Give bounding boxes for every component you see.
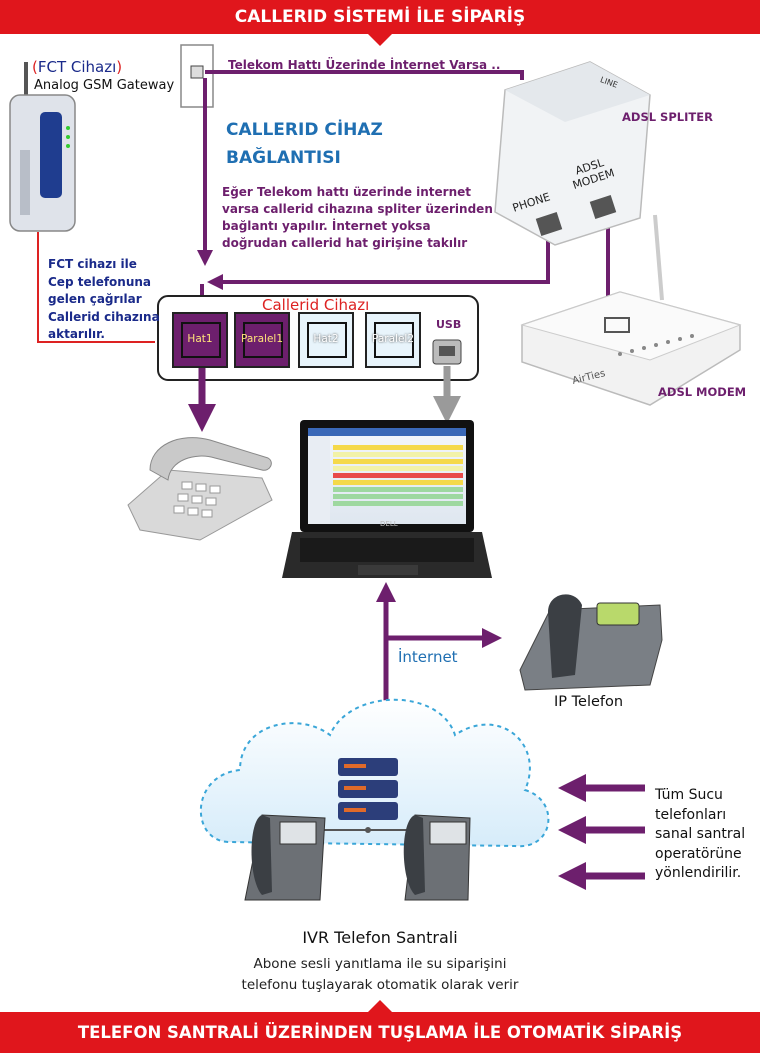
laptop-brand: DELL [380, 520, 398, 528]
ivr-title: IVR Telefon Santrali [302, 928, 458, 947]
port-paralel2[interactable]: Paralel2 [365, 312, 421, 368]
fct-description: FCT cihazı ile Cep telefonuna gelen çağr… [48, 257, 160, 341]
line-to-splitter [205, 70, 524, 80]
ivr-phone-right-icon [403, 814, 471, 901]
port-paralel1[interactable]: Paralel1 [234, 312, 290, 368]
modem-label: ADSL MODEM [658, 385, 747, 399]
ivr-description: Abone sesli yanıtlama ile su siparişini … [241, 956, 519, 993]
fct-title: (FCT Cihazı) [32, 58, 123, 76]
usb-label: USB [436, 318, 462, 331]
internet-label: İnternet [398, 648, 458, 666]
server-icon [310, 758, 420, 833]
sucu-note: Tüm Sucu telefonları sanal santral opera… [655, 787, 746, 881]
port-hat1-socket [181, 322, 221, 358]
wall-socket-icon [180, 44, 214, 108]
usb-port-icon [432, 339, 462, 365]
bottom-banner-arrow [368, 1000, 392, 1012]
telekom-note: Telekom Hattı Üzerinde İnternet Varsa .. [228, 58, 501, 72]
analog-phone-icon [127, 437, 273, 541]
ivr-phone-left-icon [244, 814, 326, 901]
fct-red-line [37, 232, 155, 343]
line-splitter-phone-to-device [207, 232, 550, 290]
callerid-device-title: Callerid Cihazı [262, 296, 370, 314]
port-paralel2-label: Paralel2 [371, 333, 415, 345]
laptop-icon [282, 420, 492, 578]
top-banner: CALLERID SİSTEMİ İLE SİPARİŞ [0, 0, 760, 34]
adsl-modem-icon [520, 214, 742, 406]
ip-phone-label: IP Telefon [554, 694, 624, 710]
port-paralel1-socket [243, 322, 283, 358]
port-hat2-socket [307, 322, 347, 358]
splitter-label: ADSL SPLITER [622, 110, 713, 124]
ip-phone-icon [519, 594, 663, 691]
port-hat1[interactable]: Hat1 [172, 312, 228, 368]
port-hat2[interactable]: Hat2 [298, 312, 354, 368]
adsl-splitter-icon [494, 61, 651, 246]
fct-device-icon [9, 62, 76, 232]
port-paralel1-label: Paralel1 [240, 333, 284, 345]
top-banner-arrow [368, 34, 392, 46]
port-paralel2-socket [374, 322, 414, 358]
connection-explanation: Eğer Telekom hattı üzerinde internet var… [222, 185, 493, 250]
port-hat2-label: Hat2 [313, 333, 339, 345]
port-hat1-label: Hat1 [187, 333, 213, 345]
diagram-title: CALLERID CİHAZ BAĞLANTISI [226, 120, 383, 168]
fct-subtitle: Analog GSM Gateway [34, 78, 175, 93]
bottom-banner: TELEFON SANTRALİ ÜZERİNDEN TUŞLAMA İLE O… [0, 1012, 760, 1053]
